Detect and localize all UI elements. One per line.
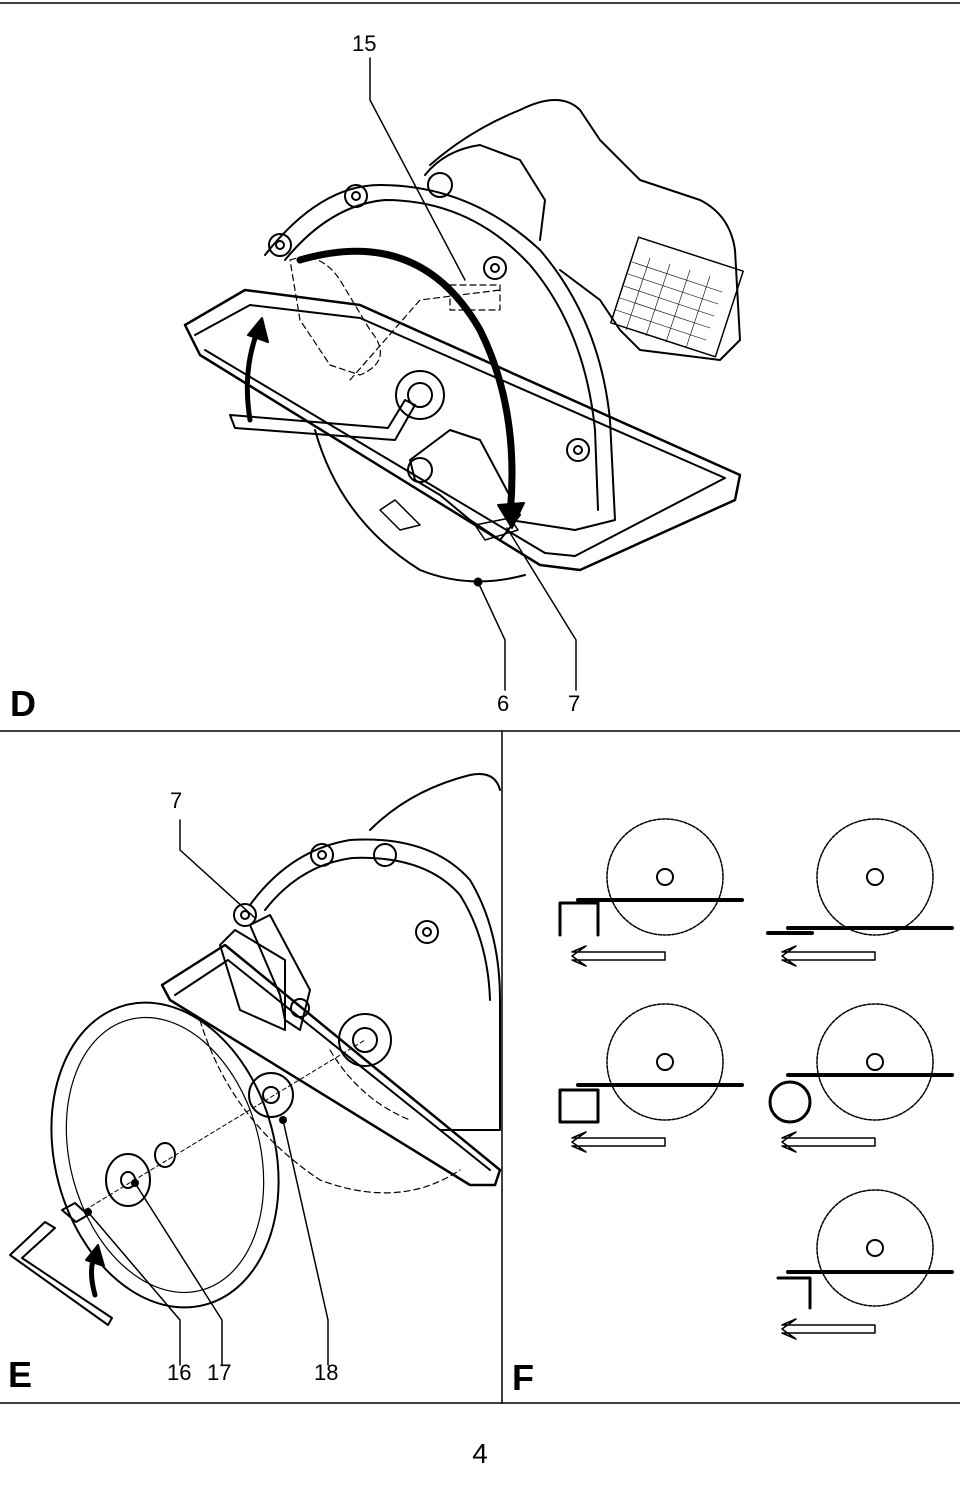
blade-angle-profile [776,1189,954,1340]
blade-flat-sheet [766,818,954,967]
blade-round-tube [768,1003,954,1153]
saw-illustration-e [9,773,502,1366]
callout-18: 18 [314,1360,339,1385]
section-letter-f: F [512,1357,534,1398]
callout-7-d: 7 [568,691,581,716]
section-letter-e: E [8,1354,33,1395]
blade-configurations-f [558,818,954,1340]
panel-frame [0,2,960,1404]
callout-7-e: 7 [170,788,183,813]
blade-square-tube [558,1003,744,1153]
callout-17: 17 [207,1360,232,1385]
blade-channel [558,818,744,967]
page-number: 4 [472,1438,488,1469]
callout-15: 15 [352,31,377,56]
saw-illustration-d [183,57,744,691]
callout-6: 6 [497,691,510,716]
callout-16: 16 [167,1360,192,1385]
section-letter-d: D [10,683,36,724]
